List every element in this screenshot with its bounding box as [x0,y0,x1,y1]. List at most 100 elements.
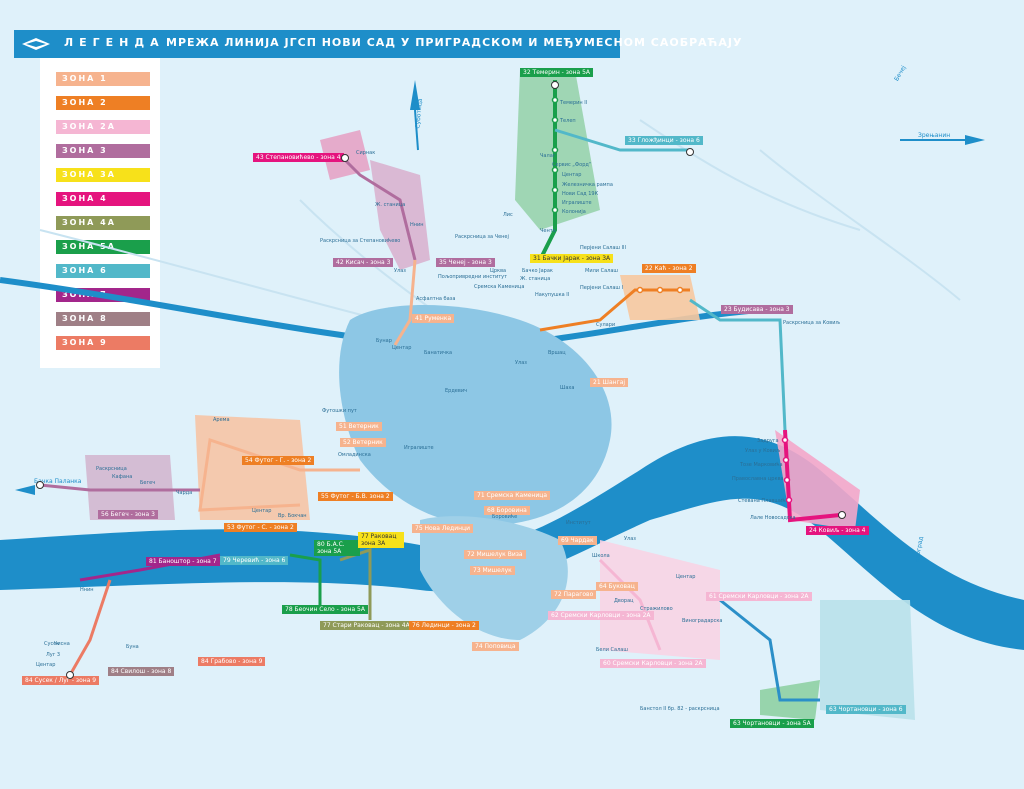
route-stop-icon [783,476,791,484]
place-label: Лис [503,212,513,218]
place-label: Бачка Паланка [34,478,82,485]
route-label-72-viza: 72 Мишелук Виза [464,550,526,559]
zone-area-begec [85,455,175,520]
city-area-south [420,516,568,640]
place-label: Вршац [548,350,566,356]
route-label-41: 41 Руменка [412,314,455,323]
terminus-icon [341,154,349,162]
place-label: Школа [592,553,610,559]
place-label: Задруга [757,438,779,444]
place-label: Тозе Марковића [740,462,783,468]
route-stop-icon [551,96,559,104]
direction-arrow-icon [900,135,985,145]
zone-area-kisac [370,160,430,270]
route-stop-icon [551,206,559,214]
place-label: Накупушка II [535,292,570,298]
zone-row-9: ЗОНА 9 [56,336,150,350]
place-label: Бегеч [140,480,156,486]
route-label-71: 71 Сремска Каменица [474,491,551,500]
zone-row-4: ЗОНА 4 [56,192,150,206]
route-stop-icon [785,496,793,504]
place-label: Перјени Салаш III [580,245,626,251]
zone-row-8: ЗОНА 8 [56,312,150,326]
route-line-23 [689,298,787,431]
route-label-56: 56 Бегеч - зона 3 [98,510,158,519]
place-label: Зрењанин [918,132,951,139]
place-label: Нови Сад 19К [562,191,599,197]
place-label: Раскрсница за Степановићево [320,238,401,244]
zone-area-sremski-karlovci [600,540,720,660]
place-label: Темерин II [560,100,588,106]
place-label: Буна [126,644,139,650]
place-label: Институт [566,520,591,526]
place-label: Чарда [176,490,193,496]
place-label: Мили Салаш [585,268,618,274]
road-grid [39,119,961,331]
route-label-53: 53 Футог - С. - зона 2 [224,523,297,532]
place-label: Стражилово [640,606,673,612]
zone-row-3a: ЗОНА 3А [56,168,150,182]
zone-area-cortanovci [820,600,915,720]
place-label: Перјени Салаш I [580,285,624,291]
route-line-56 [39,483,200,492]
place-label: Црква [490,268,507,274]
place-label: Игралиште [404,445,434,451]
route-line-42 [393,259,417,346]
route-label-32: 32 Темерин - зона 5А [520,68,594,77]
route-label-72: 72 Парагово [551,590,597,599]
route-label-54: 54 Футог - Г. - зона 2 [242,456,315,465]
place-label: Раскрсница за Ковиљ [783,320,840,326]
route-label-75: 75 Нова Лединци [412,524,474,533]
place-label: Омладинска [338,452,371,458]
terminus-icon [686,148,694,156]
route-label-62: 62 Сремски Карловци - зона 2А [548,611,654,620]
place-label: Чента [540,228,556,234]
place-label: Дворац [614,598,634,604]
place-label: Ж. станица [520,276,551,282]
place-label: Ж. станица [375,202,406,208]
route-label-69: 69 Чардак [558,536,597,545]
route-stop-icon [551,146,559,154]
zone-area-kovilj [775,430,860,530]
route-stop-icon [551,116,559,124]
place-label: Бели Салаш [596,647,628,653]
place-label: Кафана [112,474,133,480]
place-label: Улаз [624,536,636,542]
place-label: Улаз [515,360,527,366]
place-label: Сервис „Форд“ [552,162,592,168]
zone-row-2: ЗОНА 2 [56,96,150,110]
route-stop-icon [782,456,790,464]
place-label: Вр. Бокчан [278,513,307,519]
route-line-futog [198,438,360,512]
place-label: Центар [252,508,272,514]
city-area [339,305,612,526]
terminus-icon [66,671,74,679]
route-line-60 [598,558,662,651]
place-label: Колонија [562,209,586,215]
header-bar [14,30,620,58]
place-label: Улаз [394,268,406,274]
route-label-35: 35 Ченеј - зона 3 [436,258,495,267]
place-label: Центар [392,345,412,351]
place-label: Чалаг [540,153,556,159]
logo-icon [14,30,58,58]
place-label: Улаз у Ковиљ [745,448,781,454]
place-label: Православна црква [732,476,784,482]
route-label-84-susek: 84 Сусек / Луг - зона 9 [22,676,100,685]
map-title: МРЕЖА ЛИНИЈА ЈГСП НОВИ САД У ПРИГРАДСКОМ… [166,36,743,49]
direction-arrow-icon [15,485,35,495]
route-label-63-6: 63 Чортановци - зона 6 [826,705,906,714]
route-label-73: 73 Мишелук [470,566,515,575]
route-label-61: 61 Сремски Карловци - зона 2А [706,592,812,601]
place-label: Ннин [410,222,424,228]
logo-icon-svg [22,38,50,50]
route-stop-icon [551,186,559,194]
place-label: Сусек [44,641,60,647]
route-line-33 [554,128,690,152]
route-label-78: 78 Беочин Село - зона 5А [282,605,368,614]
route-stop-icon [656,286,664,294]
zone-row-2a: ЗОНА 2А [56,120,150,134]
route-label-77-rakovac: 77 Раковац зона 3А [358,532,404,548]
